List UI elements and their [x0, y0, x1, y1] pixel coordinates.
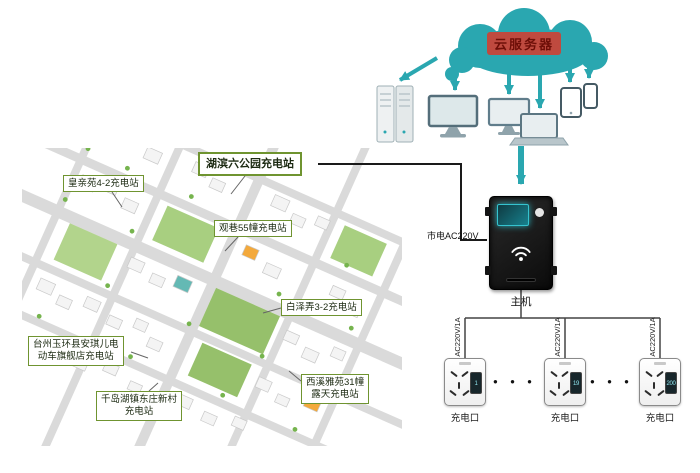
mount-tab: [485, 266, 491, 275]
outlet-line-label: AC220V/1A: [453, 317, 462, 357]
main-unit-device: [485, 196, 557, 290]
monitor-icon: [427, 94, 479, 138]
controller-screen: [497, 204, 529, 226]
station-label-line: 动车旗舰店充电站: [37, 350, 114, 362]
station-label-line: 露天充电站: [311, 388, 359, 400]
socket-holes: [448, 368, 471, 401]
station-label-baizelong: 白泽弄3-2充电站: [281, 299, 362, 317]
outlet-line-label: AC220V/1A: [553, 317, 562, 357]
cloud-device-arrows: [398, 56, 594, 185]
charging-port-label: 充电口: [450, 413, 480, 424]
station-label-line: 千岛湖镇东庄新村: [101, 393, 178, 405]
wifi-icon: [511, 246, 531, 261]
mount-tab: [551, 207, 557, 216]
station-label-qiandaohu: 千岛湖镇东庄新村 充电站: [96, 391, 183, 421]
station-label-xixi: 西溪雅苑31幢 露天充电站: [301, 374, 370, 404]
socket-holes: [548, 368, 571, 401]
charging-port-label: 充电口: [550, 413, 580, 424]
controller-logo: [535, 208, 544, 217]
main-unit-label: 主机: [510, 296, 532, 308]
station-label-line: 充电站: [124, 405, 154, 417]
phone-icon: [583, 83, 598, 109]
charging-outlet-2: 19: [544, 358, 586, 406]
desktop-icon: [487, 97, 531, 135]
outlet-display: 1: [470, 372, 482, 394]
outlet-logo: [559, 362, 571, 365]
tablet-icon: [560, 87, 582, 118]
outlet-logo: [654, 362, 666, 365]
outlet-display: 200: [665, 372, 677, 394]
station-label-line: 台州玉环县安琪儿电: [33, 338, 119, 350]
cloud-server-label: 云服务器: [487, 32, 562, 55]
label-connectors: [111, 175, 302, 392]
outlet-display: 19: [570, 372, 582, 394]
station-label-taizhou: 台州玉环县安琪儿电 动车旗舰店充电站: [28, 336, 124, 366]
charging-port-label: 充电口: [645, 413, 675, 424]
server-rack-icon: [376, 85, 414, 143]
client-devices: [376, 83, 598, 146]
ellipsis-dots: ● ● ●: [590, 377, 634, 386]
outlet-logo: [459, 362, 471, 365]
socket-holes: [643, 368, 666, 401]
station-label-line: 西溪雅苑31幢: [306, 376, 365, 388]
station-label-hubin: 湖滨六公园充电站: [198, 152, 302, 177]
station-label-huangqinyuan: 皇亲苑4-2充电站: [63, 175, 144, 193]
mount-tab: [485, 207, 491, 216]
outlet-line-label: AC220V/1A: [648, 317, 657, 357]
mains-power-label: 市电AC220V: [427, 231, 479, 241]
laptop-icon: [509, 113, 569, 146]
station-label-guanxiang: 观巷55幢充电站: [214, 220, 292, 238]
mount-tab: [551, 266, 557, 275]
charging-outlet-1: 1: [444, 358, 486, 406]
ellipsis-dots: ● ● ●: [493, 377, 537, 386]
charging-outlet-3: 200: [639, 358, 681, 406]
controller-slot: [506, 278, 536, 282]
